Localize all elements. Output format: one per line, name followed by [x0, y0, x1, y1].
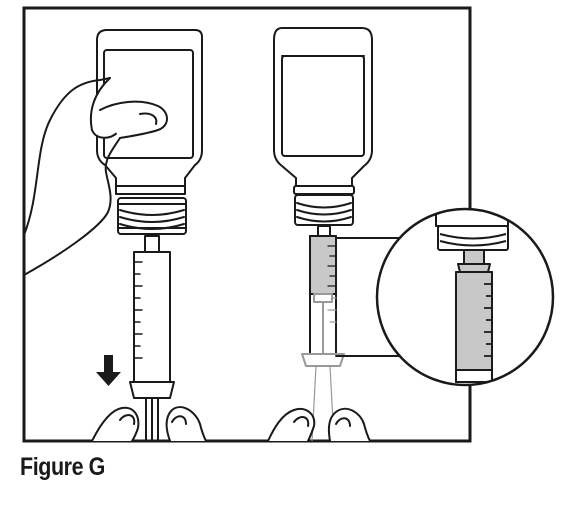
middle-syringe-liquid [309, 235, 337, 295]
magnified-detail [375, 207, 555, 387]
middle-syringe-hand [267, 407, 371, 441]
down-arrow-icon [96, 355, 121, 386]
left-bottle-adapter [117, 197, 187, 235]
left-syringe-hand [91, 406, 207, 441]
figure-caption: Figure G [20, 453, 105, 481]
syringe-graduations [133, 261, 143, 359]
middle-bottle-adapter [294, 194, 354, 226]
figure-frame [22, 6, 472, 443]
left-syringe [129, 235, 175, 441]
middle-syringe [301, 225, 345, 441]
left-hand [24, 77, 168, 276]
middle-bottle [273, 27, 373, 195]
